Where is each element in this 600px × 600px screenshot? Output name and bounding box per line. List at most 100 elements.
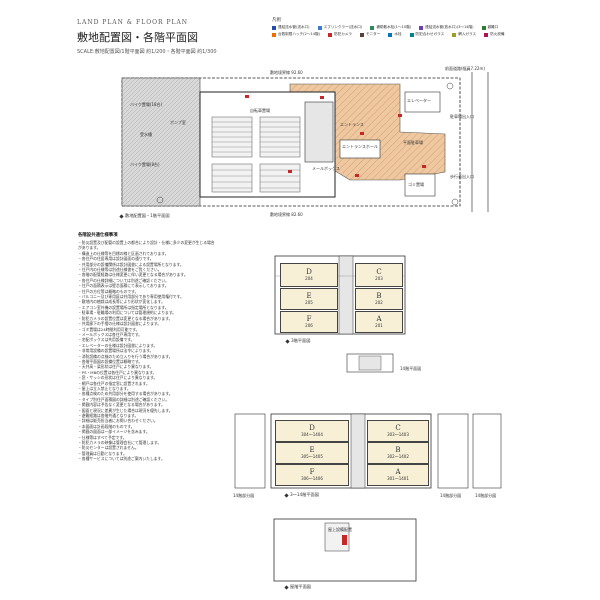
- note-line: ・屋上は立入禁止となります。: [78, 385, 131, 391]
- legend-item: 避難口: [481, 25, 498, 30]
- roof-note: 屋上設備配置: [328, 527, 352, 532]
- label-road: 前面道路(幅員7.22m): [445, 66, 485, 71]
- note-line: ・防犯カメラの設置位置は変更となる場合があります。: [78, 315, 173, 321]
- note-line: ・網戸は各住戸の指定窓に設置されます。: [78, 380, 150, 386]
- legend-swatch-icon: [272, 32, 276, 37]
- legend-swatch-icon: [388, 32, 393, 37]
- note-line: ・タイプ別住戸面積図の詳細は別途ご確認ください。: [78, 396, 170, 402]
- note-line: ・避難経路は各階共通となります。: [78, 413, 139, 418]
- note-line: ・掲載の図面は一部イメージを含みます。: [78, 429, 150, 435]
- legend-item: スプリンクラー(送水口): [317, 25, 362, 30]
- sub-right-2-caption: 14階部分図: [475, 493, 497, 498]
- note-line: ・防災センターは設置されません。: [78, 445, 139, 451]
- floor-14-small-caption: 14階平面図: [400, 366, 422, 371]
- label-elevator: エレベーター: [407, 98, 431, 103]
- note-line: ・図面と現況に差異が生じた場合は現況を優先します。: [78, 407, 173, 413]
- site-plan-drawing: [121, 72, 489, 212]
- legend-item: 防犯カメラ: [328, 32, 352, 37]
- note-line: ・天井高・梁形状は住戸により異なります。: [78, 364, 154, 370]
- site-plan-caption: 敷地配置図・1階平面図: [119, 213, 170, 219]
- note-line: ・住戸の方位等は概略のものです。: [78, 288, 139, 294]
- note-line: ・各階の配管経路は仕様変更に伴い変更となる場合があります。: [78, 272, 188, 278]
- core: [304, 101, 334, 163]
- legend-item: 連結送水管(送水口): [272, 25, 310, 30]
- label-bicycle: 自転車置場: [250, 108, 270, 113]
- legend-item: 水栓: [388, 32, 402, 37]
- note-line: ・各住戸の住居専用は設計図面の通りです。: [78, 256, 154, 262]
- legend-item: 台数制限ハッチ(2〜14階): [272, 32, 320, 37]
- floor-3-caption: 3階平面図: [285, 338, 310, 344]
- roof-caption: 屋階平面図: [284, 584, 311, 590]
- note-line: ・PS・MBの位置は各住戸により異なります。: [78, 369, 157, 375]
- dim-top: 敷地境界線 92.60: [270, 70, 303, 75]
- legend-swatch-icon: [328, 32, 333, 37]
- note-line: ・消防設備の点検のため立入りを行う場合があります。: [78, 353, 173, 359]
- legend-swatch-icon: [359, 32, 364, 37]
- note-line: ・掲載内容は予告なく変更となる場合があります。: [78, 402, 165, 408]
- roof-plan: 屋上設備配置: [270, 515, 420, 585]
- left-service-zone: [121, 77, 201, 207]
- note-line: ・防災設置及び配管の設置上の都合により設計・仕様に多少の変更が生じる場合がありま…: [78, 240, 215, 251]
- legend-title: 凡例: [272, 18, 281, 23]
- note-line: ・共用廊下の手摺の仕様は設計図書によります。: [78, 321, 162, 327]
- note-line: ・管理員は日勤となります。: [78, 450, 127, 456]
- site-boundary: [121, 77, 461, 207]
- parking-lines: [212, 121, 300, 189]
- note-line: ・宅配ボックスは共用設備です。: [78, 337, 135, 343]
- legend-swatch-icon: [370, 25, 375, 30]
- legend-item: 連結送水管(放水口)(3〜14階): [419, 25, 474, 30]
- sub-right-1-caption: 14階部分図: [440, 493, 462, 498]
- note-line: ・窓・サッシの形状は住戸により異なります。: [78, 375, 158, 381]
- page-title: 敷地配置図・各階平面図: [77, 31, 198, 44]
- label-pedestrian: 歩行者出入口: [450, 174, 474, 179]
- site-plan: 敷地境界線 92.60 敷地境界線 82.60 バイク置場(18台) バイク置場…: [100, 62, 495, 222]
- trees: [156, 82, 459, 206]
- notes-panel: 各階設共通仕様事項 ・防災設置及び配管の設置上の都合により設計・仕様に多少の変更…: [78, 232, 218, 587]
- dim-bottom: 敷地境界線 82.60: [270, 212, 303, 217]
- legend-swatch-icon: [452, 32, 457, 37]
- note-line: ・防犯カメラの映像は管理会社にて管理します。: [78, 440, 162, 446]
- note-line: ・メールボックスは各住戸専用です。: [78, 331, 143, 337]
- note-line: ・エレベーターの仕様は設計図書によります。: [78, 342, 158, 348]
- label-plaza: 平面駐車場: [403, 140, 423, 145]
- note-line: ・各住戸の仕様詳細については別途ご確認ください。: [78, 277, 169, 283]
- label-entrance: エントランス: [340, 122, 364, 127]
- label-parking-entry: 駐車場出入口: [450, 114, 474, 119]
- note-line: ・各種サービスについては別途ご案内いたします。: [78, 456, 165, 462]
- note-line: ・非常用設備の設置場所は法令によります。: [78, 348, 154, 354]
- scale-note: SCALE:敷地配置図/1階平面図 約1/200・各階平面図 約1/300: [77, 49, 217, 55]
- note-line: ・構造上の仕様等を目標の線と区画されております。: [78, 250, 169, 256]
- legend: 凡例 連結送水管(送水口)スプリンクラー(送水口)補助散水栓(1〜10階)連結送…: [272, 17, 532, 37]
- note-line: ・各階平面図の設備位置は概略です。: [78, 358, 143, 364]
- label-garbage: ゴミ置場: [408, 182, 424, 187]
- legend-swatch-icon: [409, 32, 414, 37]
- note-line: ・共用部分の設備関係は設計図書による設置場所となります。: [78, 261, 184, 267]
- legend-swatch-icon: [484, 32, 489, 37]
- floor-3-14-caption: 3〜14階平面図: [284, 492, 319, 498]
- legend-item: 防犯合わせガラス: [409, 32, 444, 37]
- notes-title: 各階設共通仕様事項: [78, 233, 118, 238]
- note-line: ・駐車場・駐輪場の利用については管理規約によります。: [78, 310, 177, 316]
- title-en: LAND PLAN & FLOOR PLAN: [77, 19, 189, 26]
- note-line: ・住戸内の仕様等は別途仕様書をご覧ください。: [78, 267, 162, 273]
- legend-list: 連結送水管(送水口)スプリンクラー(送水口)補助散水栓(1〜10階)連結送水管(…: [272, 25, 527, 37]
- elevator-hall: [404, 91, 441, 113]
- note-line: ・バルコニー及び専用庭は共用部分であり専用使用権付です。: [78, 294, 184, 300]
- note-line: ・敷地内の植栽は成長等により形状が変化します。: [78, 299, 165, 305]
- label-pump: ポンプ室: [170, 120, 186, 125]
- entrance-hall: [339, 139, 381, 159]
- note-line: ・各種点検のため共用部分を使用する場合があります。: [78, 391, 173, 397]
- label-bike-parking2: バイク置場(8台): [130, 162, 160, 167]
- label-bike-parking: バイク置場(18台): [130, 102, 163, 107]
- label-tank: 受水槽: [140, 132, 152, 137]
- label-lobby: エントランスホール: [342, 144, 378, 149]
- note-line: ・詳細は販売担当者にお問い合わせください。: [78, 418, 158, 424]
